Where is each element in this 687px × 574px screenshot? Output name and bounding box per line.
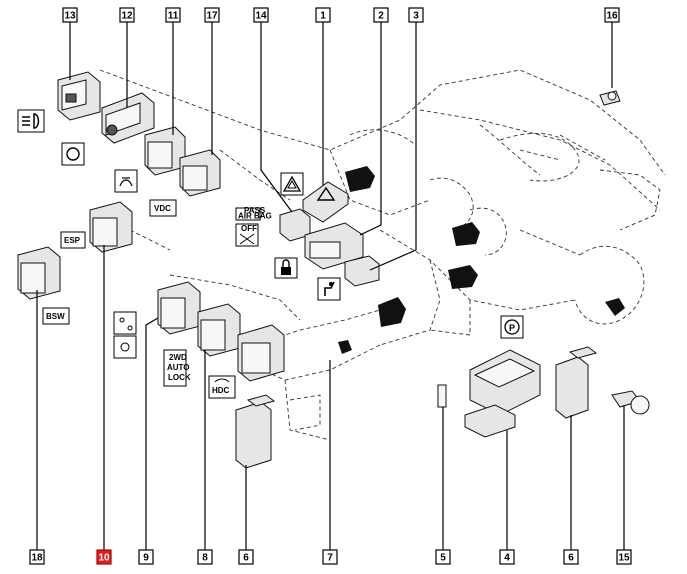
airbag-off-label: OFF [235, 223, 259, 247]
callout-number: 3 [413, 11, 419, 22]
callout-7: 7 [322, 549, 338, 565]
esp-label: ESP [60, 231, 86, 249]
svg-text:2WD: 2WD [169, 353, 187, 362]
callout-18: 18 [29, 549, 45, 565]
svg-text:ESP: ESP [64, 236, 81, 245]
callout-15: 15 [616, 549, 632, 565]
bsw-label: BSW [42, 307, 70, 325]
camera-icon [113, 311, 137, 335]
part-5-bulb [437, 384, 447, 408]
callout-number: 5 [440, 553, 446, 564]
svg-text:HDC: HDC [212, 386, 230, 395]
svg-text:P: P [509, 323, 515, 333]
svg-text:LOCK: LOCK [168, 373, 191, 382]
callout-17: 17 [204, 7, 220, 23]
callout-number: 18 [31, 553, 43, 564]
callout-number: 2 [378, 11, 384, 22]
part-9-switch [157, 281, 201, 335]
svg-text:OFF: OFF [241, 224, 257, 233]
airbag-label: PASS AIR BAG [235, 206, 272, 221]
lock-icon [274, 257, 298, 279]
hazard-triangle-icon [280, 172, 304, 196]
callout-number: 6 [243, 553, 249, 564]
parking-brake-icon: P [500, 315, 524, 339]
callout-number: 17 [206, 11, 218, 22]
callout-10: 10 [96, 549, 112, 565]
callout-number: 7 [327, 553, 333, 564]
svg-text:AUTO: AUTO [167, 363, 190, 372]
callout-number: 4 [504, 553, 510, 564]
part-switch-hdc [237, 324, 285, 382]
callout-number: 14 [255, 11, 267, 22]
part-12-switch [101, 92, 155, 144]
ac-icon [113, 335, 137, 359]
part-18-switch [17, 246, 61, 300]
callout-11: 11 [165, 7, 181, 23]
part-3-switch [344, 255, 380, 287]
part-13-switch [57, 71, 101, 121]
svg-text:BSW: BSW [46, 312, 65, 321]
part-4-brake-switch [464, 349, 541, 438]
part-11-switch [144, 126, 186, 176]
callout-number: 12 [121, 11, 133, 22]
part-2-indicator [304, 222, 364, 270]
part-15-socket [611, 390, 650, 415]
callout-number: 11 [168, 11, 179, 22]
drive-mode-label: 2WD AUTO LOCK [163, 349, 191, 387]
headlamp-level-icon [17, 109, 45, 133]
seat-heater-icon [317, 277, 341, 301]
callout-16: 16 [604, 7, 620, 23]
part-8-switch [197, 303, 241, 357]
callout-number: 10 [98, 553, 110, 564]
tpms-icon [61, 142, 85, 166]
callout-number: 16 [606, 11, 618, 22]
vdc-label: VDC [149, 199, 177, 217]
part-10-switch [89, 201, 133, 253]
hdc-label: HDC [208, 375, 236, 399]
callout-number: 9 [143, 553, 149, 564]
callout-1: 1 [315, 7, 331, 23]
part-1-hazard-switch [302, 181, 349, 223]
callout-6: 6 [238, 549, 254, 565]
callout-8: 8 [197, 549, 213, 565]
callout-number: 1 [320, 11, 326, 22]
mount-locations [338, 166, 625, 354]
callout-number: 6 [568, 553, 574, 564]
part-6-socket-left [235, 394, 276, 469]
callout-4: 4 [499, 549, 515, 565]
callout-14: 14 [253, 7, 269, 23]
part-6-socket-right [555, 346, 598, 419]
callout-12: 12 [119, 7, 135, 23]
callout-9: 9 [138, 549, 154, 565]
callout-number: 13 [64, 11, 76, 22]
callout-number: 8 [202, 553, 208, 564]
callout-5: 5 [435, 549, 451, 565]
svg-text:PASS: PASS [244, 206, 266, 215]
part-16-bulb [599, 90, 621, 106]
part-17-switch [179, 149, 221, 197]
callout-number: 15 [618, 553, 630, 564]
svg-text:AIR BAG: AIR BAG [238, 212, 272, 221]
callout-6: 6 [563, 549, 579, 565]
callout-3: 3 [408, 7, 424, 23]
traction-icon [114, 169, 138, 193]
callout-13: 13 [62, 7, 78, 23]
callout-2: 2 [373, 7, 389, 23]
leader-lines [36, 22, 625, 550]
dashboard-outline [99, 69, 666, 441]
svg-text:VDC: VDC [154, 204, 171, 213]
